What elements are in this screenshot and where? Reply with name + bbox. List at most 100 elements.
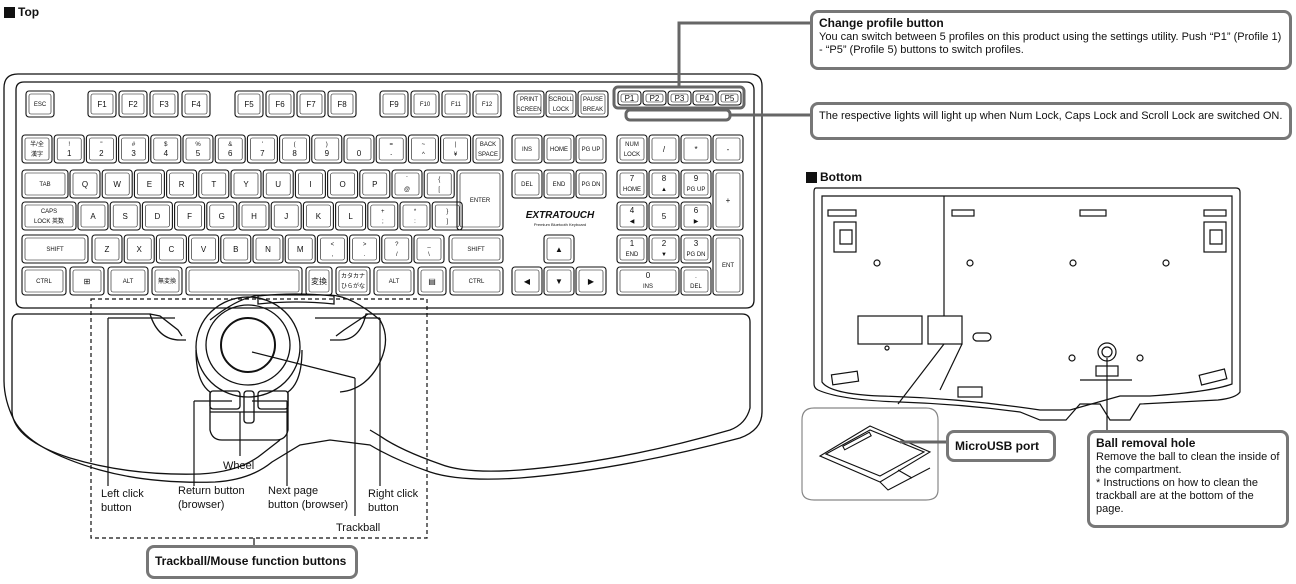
key-f8 xyxy=(327,90,357,118)
key-esc xyxy=(25,90,55,118)
key-f10 xyxy=(410,90,440,118)
key-z-row-3 xyxy=(188,234,220,264)
key-q-row-10-label-2: @ xyxy=(404,187,410,193)
key-enter-label-1: ENTER xyxy=(470,198,491,204)
key-kp-6 xyxy=(680,201,712,231)
key-kp-6-label-1: 6 xyxy=(694,206,699,215)
key-z-row-7-label-2: , xyxy=(332,252,334,258)
key-num-8-label-1: ( xyxy=(294,142,296,148)
key-z-row-7 xyxy=(316,234,348,264)
key-num-2 xyxy=(85,134,117,164)
key-kp-6-label-2: ▶ xyxy=(694,219,699,225)
key-num-0-label-2: 漢字 xyxy=(31,150,43,158)
key-num-9-face xyxy=(314,137,340,161)
key-f2-label-1: F2 xyxy=(128,100,138,109)
key-kp-plus xyxy=(712,169,744,231)
key-a-row-4-label-1: G xyxy=(219,212,225,221)
key-num-2-face xyxy=(89,137,114,161)
key-z-row-5-label-1: N xyxy=(265,245,271,254)
key-profile-2-face xyxy=(645,93,664,103)
key-num-6 xyxy=(214,134,246,164)
key-z-row-10-face xyxy=(416,237,442,261)
key-sys-1-label-1: PRINT xyxy=(520,97,538,103)
key-num-11-label-2: - xyxy=(390,152,392,158)
key-pg-dn-label-1: PG DN xyxy=(581,182,600,188)
key-num-4-label-2: 4 xyxy=(164,149,169,158)
key-home xyxy=(543,134,575,164)
key-alt-right-label-1: ALT xyxy=(389,279,400,285)
key-profile-1-face xyxy=(620,93,639,103)
key-kp-9-label-1: 9 xyxy=(694,174,699,183)
key-q-row-1 xyxy=(101,169,133,199)
key-num-1 xyxy=(53,134,85,164)
key-a-row-11 xyxy=(431,201,463,231)
key-q-row-6-face xyxy=(265,172,291,196)
key-z-row-0-face xyxy=(94,237,120,261)
key-z-row-6-face xyxy=(287,237,313,261)
key-muhenkan xyxy=(151,266,183,296)
key-z-row-1 xyxy=(123,234,155,264)
label-trackball: Trackball xyxy=(336,522,381,534)
key-a-row-6 xyxy=(270,201,302,231)
key-kp-9 xyxy=(680,169,712,199)
key-kp-3-face xyxy=(683,237,709,261)
key-f4-face xyxy=(184,93,208,115)
key-f10-face xyxy=(413,93,437,115)
key-backspace-label-2: SPACE xyxy=(478,152,498,158)
key-kp-0 xyxy=(616,266,680,296)
key-enter-face xyxy=(459,172,501,228)
key-sys-2-face xyxy=(548,93,574,115)
key-z-row-3-label-1: V xyxy=(201,245,207,254)
key-ctrl-left-label-1: CTRL xyxy=(36,279,52,285)
key-q-row-0-face xyxy=(72,172,98,196)
key-arrow-down-label-1: ▼ xyxy=(555,277,563,286)
key-z-row-10-label-1: _ xyxy=(426,242,431,248)
brand-tagline: Premium Bluetooth Keyboard xyxy=(534,222,586,227)
key-z-row-8-label-1: > xyxy=(363,242,367,248)
key-kp-8-face xyxy=(651,172,677,196)
key-kp-4-label-2: ◀ xyxy=(630,219,635,225)
brand-logo: EXTRATOUCH xyxy=(526,210,595,221)
key-numlock-label-1: NUM xyxy=(625,142,639,148)
key-f3-label-1: F3 xyxy=(159,100,169,109)
key-kp-dot-face xyxy=(683,269,709,293)
key-f4-label-1: F4 xyxy=(191,100,201,109)
key-arrow-left xyxy=(511,266,543,296)
key-num-13 xyxy=(440,134,472,164)
callout-ball-note: * Instructions on how to clean the track… xyxy=(1096,477,1259,515)
key-backspace-face xyxy=(475,137,501,161)
key-a-row-1-face xyxy=(112,204,138,228)
key-num-13-label-1: | xyxy=(455,142,457,148)
key-num-2-label-1: " xyxy=(100,142,102,148)
key-sys-2 xyxy=(545,90,577,118)
key-num-8-label-2: 8 xyxy=(292,149,297,158)
key-kp-slash-face xyxy=(651,137,677,161)
key-profile-3 xyxy=(667,90,692,106)
key-a-row-0 xyxy=(77,201,109,231)
key-profile-5 xyxy=(717,90,742,106)
key-num-1-face xyxy=(56,137,82,161)
key-f8-face xyxy=(330,93,354,115)
key-num-13-face xyxy=(443,137,468,161)
key-kp-2-label-2: ▼ xyxy=(661,252,667,258)
section-bottom-label: Bottom xyxy=(820,170,862,184)
key-pg-up xyxy=(575,134,607,164)
key-kp-3-label-1: 3 xyxy=(694,239,699,248)
key-z-row-10-label-2: \ xyxy=(428,252,430,258)
key-kp-3-label-2: PG DN xyxy=(686,252,705,258)
key-f1 xyxy=(87,90,117,118)
key-a-row-1-label-1: S xyxy=(123,212,128,221)
key-sys-3-face xyxy=(580,93,606,115)
key-f6-label-1: F6 xyxy=(275,100,285,109)
label-wheel: Wheel xyxy=(223,460,255,472)
square-bullet-icon xyxy=(4,6,15,18)
key-num-5-label-1: % xyxy=(195,142,201,148)
key-a-row-11-label-2: ] xyxy=(446,219,448,225)
key-arrow-up-label-1: ▲ xyxy=(555,245,563,254)
key-f8-label-1: F8 xyxy=(337,100,347,109)
key-num-0-label-1: 半/全 xyxy=(30,140,44,148)
key-num-1-label-2: 1 xyxy=(67,149,72,158)
key-f4 xyxy=(181,90,211,118)
key-profile-2-label-1: P2 xyxy=(650,94,660,103)
key-num-3-face xyxy=(121,137,146,161)
